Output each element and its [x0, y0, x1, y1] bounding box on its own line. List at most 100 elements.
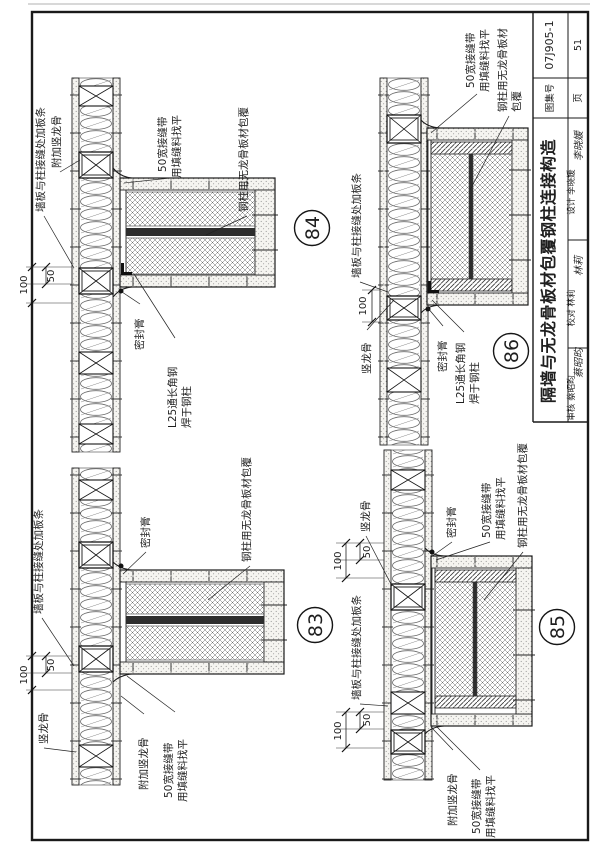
reviewer-name: 审核 蔡昭昀 [566, 375, 577, 420]
wall-section [70, 467, 122, 786]
detail-84: 50 100 墙板与柱接缝处加板条 附加竖龙骨 50宽接缝带 用填缝料找平 钢柱… [19, 77, 331, 453]
label-joint-tape: 50宽接缝带 [480, 483, 493, 538]
checker-signature: 林莉 [573, 254, 585, 276]
svg-text:焊于钢柱: 焊于钢柱 [468, 362, 481, 404]
annotation-labels: 墙板与柱接缝处加板条 密封膏 钢柱用无龙骨板材包覆 竖龙骨 附加竖龙骨 50宽接… [32, 457, 253, 802]
svg-text:用填缝料找平: 用填缝料找平 [170, 115, 183, 178]
label-stud: 竖龙骨 [359, 501, 372, 533]
label-column-wrap: 钢柱用无龙骨板材包覆 [237, 107, 250, 212]
title-block: 07J905-1 图集号 51 页 隔墙与无龙骨板材包覆钢柱连接构造 设计 李晓… [532, 12, 588, 423]
label-extra-stud: 附加竖龙骨 [50, 116, 63, 169]
label-stud: 竖龙骨 [37, 713, 50, 745]
column-wrap-section [424, 547, 535, 735]
dimension: 50 100 [19, 651, 72, 695]
label-wall-batten: 墙板与柱接缝处加板条 [350, 595, 363, 700]
sealant-bead [429, 549, 435, 555]
annotation-labels: 墙板与柱接缝处加板条 附加竖龙骨 50宽接缝带 用填缝料找平 钢柱用无龙骨板材包… [34, 107, 250, 428]
label-column-wrap: 钢柱用无龙骨板材包覆 [240, 457, 253, 562]
leader-line [359, 535, 524, 771]
label-joint-tape: 50宽接缝带 [156, 117, 169, 172]
dim-50: 50 [362, 546, 373, 559]
column-wrap-section [420, 119, 531, 314]
page-number-label: 页 [573, 93, 584, 103]
dim-100: 100 [333, 721, 344, 740]
detail-85: 50 100 50 100 竖龙骨 密封膏 50宽接缝带 用填缝料找平 钢柱用无… [333, 443, 576, 838]
wall-section [382, 449, 434, 781]
label-extra-stud: 附加竖龙骨 [137, 738, 150, 791]
label-stud: 竖龙骨 [360, 343, 373, 375]
leader-line [43, 159, 248, 339]
dim-50: 50 [46, 659, 57, 672]
detail-number: 83 [305, 613, 327, 637]
column-wrap-section [112, 561, 287, 683]
dim-100: 100 [358, 296, 369, 315]
svg-text:用填缝料找平: 用填缝料找平 [484, 775, 497, 838]
checker-cell: 校对 林莉 林莉 [566, 254, 585, 326]
svg-text:包覆: 包覆 [510, 91, 523, 112]
detail-83: 50 100 墙板与柱接缝处加板条 密封膏 钢柱用无龙骨板材包覆 竖龙骨 附加竖… [19, 457, 334, 802]
steel-web [469, 154, 473, 279]
label-joint-tape: 50宽接缝带 [470, 779, 483, 834]
stud [390, 469, 426, 755]
sealant-bead [425, 306, 431, 312]
angle-steel [121, 263, 124, 275]
dim-50: 50 [46, 270, 57, 283]
leader-line [359, 93, 510, 333]
steel-flange [434, 695, 517, 709]
column-wrap-section [112, 167, 278, 298]
designer-name: 设计 李晓媛 [566, 169, 577, 215]
stud [78, 85, 114, 445]
label-joint-tape: 50宽接缝带 [162, 743, 175, 798]
label-angle-steel: L25通长角钢 [454, 343, 467, 404]
dim-100: 100 [19, 665, 30, 684]
steel-flange [430, 278, 513, 292]
page-number: 51 [573, 39, 584, 51]
steel-web [473, 582, 477, 696]
dimension: 50 100 50 100 [333, 538, 384, 753]
dim-50: 50 [362, 714, 373, 727]
reviewer-cell: 审核 蔡昭昀 蔡昭昀 [566, 346, 585, 421]
dimension: 100 [358, 285, 380, 327]
detail-number-badge: 84 [293, 209, 331, 247]
steel-column [126, 228, 255, 236]
label-sealant: 密封膏 [445, 507, 458, 539]
stud [386, 114, 422, 393]
label-sealant: 密封膏 [139, 517, 152, 549]
leader-line [41, 551, 251, 753]
annotation-labels: 50宽接缝带 用填缝料找平 钢柱用无龙骨板材 包覆 墙板与柱接缝处加板条 竖龙骨… [350, 28, 523, 404]
label-column-wrap: 钢柱用无龙骨板材包覆 [516, 443, 529, 548]
atlas-number: 07J905-1 [543, 20, 556, 69]
label-wall-batten: 墙板与柱接缝处加板条 [350, 173, 363, 278]
detail-number: 85 [547, 615, 569, 639]
angle-steel [428, 281, 431, 293]
svg-text:用填缝料找平: 用填缝料找平 [494, 477, 507, 540]
label-extra-stud: 附加竖龙骨 [446, 774, 459, 827]
label-angle-steel: L25通长角钢 [166, 367, 179, 428]
label-sealant: 密封膏 [133, 319, 146, 351]
checker-name: 校对 林莉 [566, 290, 577, 327]
stud [78, 479, 114, 768]
label-wall-batten: 墙板与柱接缝处加板条 [32, 509, 45, 614]
detail-number-badge: 85 [538, 608, 576, 646]
svg-text:用填缝料找平: 用填缝料找平 [176, 739, 189, 802]
svg-text:用填缝料找平: 用填缝料找平 [478, 29, 491, 92]
svg-text:焊于钢柱: 焊于钢柱 [180, 386, 193, 428]
dimension: 50 100 [19, 262, 72, 308]
label-joint-tape: 50宽接缝带 [464, 33, 477, 88]
dim-100: 100 [19, 275, 30, 294]
annotation-labels: 竖龙骨 密封膏 50宽接缝带 用填缝料找平 钢柱用无龙骨板材包覆 墙板与柱接缝处… [350, 443, 529, 838]
designer-signature: 李晓媛 [573, 129, 585, 161]
detail-number-badge: 83 [296, 606, 334, 644]
steel-column [126, 616, 264, 624]
label-wall-batten: 墙板与柱接缝处加板条 [34, 107, 47, 212]
wall-section [70, 77, 122, 453]
label-sealant: 密封膏 [436, 341, 449, 373]
atlas-number-label: 图集号 [544, 84, 556, 113]
label-column-wrap: 钢柱用无龙骨板材 [496, 28, 509, 112]
detail-number: 84 [302, 216, 324, 240]
sealant-bead [118, 563, 124, 569]
reviewer-signature: 蔡昭昀 [573, 346, 585, 378]
detail-86: 100 50宽接缝带 用填缝料找平 钢柱用无龙骨板材 包覆 墙板与柱接缝处加板条… [350, 28, 531, 446]
